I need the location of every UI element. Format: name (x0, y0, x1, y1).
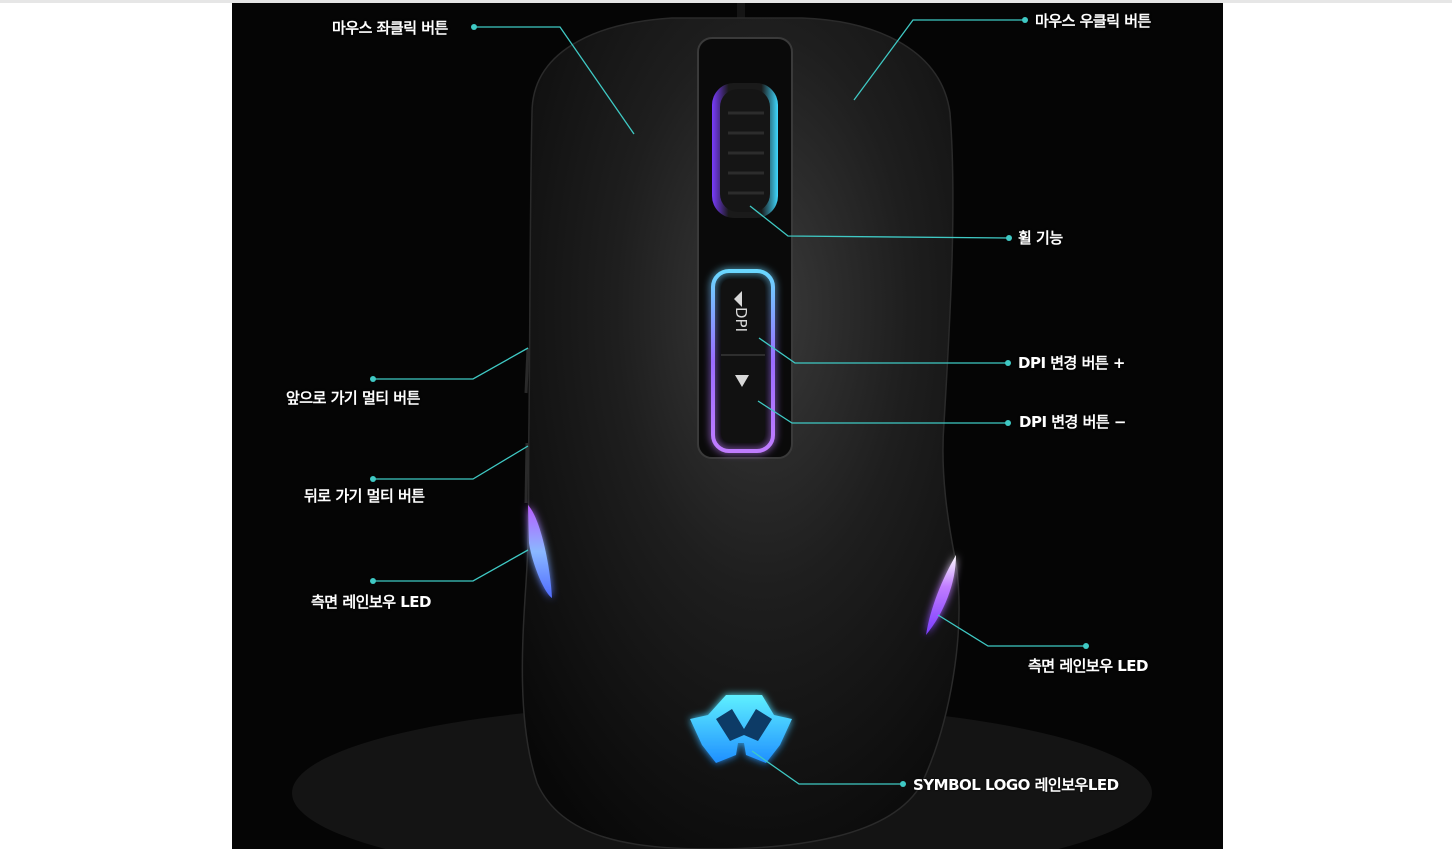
side-led-left (528, 505, 552, 598)
leader-wheel (749, 205, 1010, 239)
leader-forward (373, 347, 529, 380)
leader-side-led-left (373, 549, 529, 582)
dpi-buttons (711, 269, 775, 453)
label-dpi-minus: DPI 변경 버튼 − (1019, 413, 1126, 431)
leader-dpi-plus (758, 337, 1008, 364)
label-left-click: 마우스 좌클릭 버튼 (332, 19, 448, 37)
label-side-led-right: 측면 레인보우 LED (1028, 657, 1149, 675)
leader-back (373, 445, 529, 480)
leader-dpi-minus (757, 400, 1008, 424)
mouse-illustration: DPI (292, 3, 1152, 849)
label-back: 뒤로 가기 멀티 버튼 (304, 487, 425, 505)
label-right-click: 마우스 우클릭 버튼 (1035, 12, 1151, 30)
dpi-up-icon (734, 291, 742, 307)
leader-left-click (474, 26, 635, 135)
label-side-led-left: 측면 레인보우 LED (311, 593, 432, 611)
label-forward: 앞으로 가기 멀티 버튼 (286, 389, 420, 407)
side-led-right (926, 555, 956, 635)
leader-logo (751, 750, 903, 785)
leader-side-led-right (937, 614, 1086, 647)
leader-right-click (853, 19, 1025, 101)
label-dpi-plus: DPI 변경 버튼 + (1018, 354, 1125, 372)
forward-side-button (524, 347, 530, 394)
leader-dots (370, 17, 1089, 787)
leader-lines (373, 19, 1086, 785)
back-side-button (524, 442, 529, 504)
spider-symbol-logo-icon (690, 695, 792, 763)
label-logo-led: SYMBOL LOGO 레인보우LED (913, 776, 1119, 794)
page-top-border (0, 0, 1452, 3)
product-photo-panel: DPI (232, 3, 1223, 849)
label-wheel: 휠 기능 (1018, 229, 1063, 247)
dpi-down-icon (735, 375, 749, 387)
scroll-wheel (712, 83, 778, 218)
dpi-text: DPI (732, 307, 750, 332)
